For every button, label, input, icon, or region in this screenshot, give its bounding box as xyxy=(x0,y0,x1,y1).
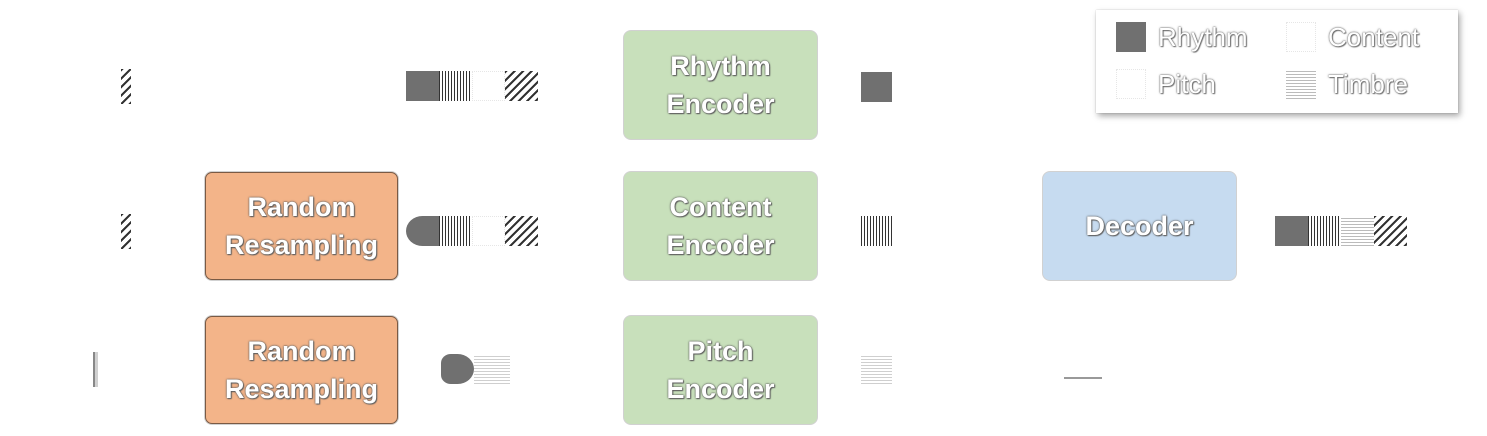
content-encoder-label: Content Encoder xyxy=(666,192,775,260)
rhythm-code xyxy=(861,72,892,102)
legend-item-pitch: Pitch xyxy=(1116,67,1216,101)
input-signal-bar-bottom xyxy=(93,352,98,387)
pitch-encoder-block: Pitch Encoder xyxy=(624,316,817,424)
legend: Rhythm Content Pitch Timbre xyxy=(1096,10,1458,113)
speaker-embedding-line xyxy=(1064,377,1102,379)
random-resampling-block-bottom: Random Resampling xyxy=(205,316,398,424)
content-swatch xyxy=(1286,22,1316,52)
decoder-block: Decoder xyxy=(1043,172,1236,280)
legend-label-rhythm: Rhythm xyxy=(1158,21,1248,52)
feature-stack-pitch-input xyxy=(441,354,510,384)
random-resampling-label-top: Random Resampling xyxy=(224,192,379,260)
pitch-encoder-label: Pitch Encoder xyxy=(666,336,775,404)
content-feature xyxy=(439,216,472,246)
content-encoder-block: Content Encoder xyxy=(624,172,817,280)
rhythm-feature xyxy=(441,354,474,384)
content-feature xyxy=(439,71,472,101)
pitch-feature xyxy=(1341,216,1374,246)
input-signal-bar-middle xyxy=(121,214,131,249)
pitch-swatch xyxy=(1116,69,1146,99)
rhythm-encoder-block: Rhythm Encoder xyxy=(624,31,817,139)
legend-item-timbre: Timbre xyxy=(1286,67,1408,101)
timbre-swatch xyxy=(1286,69,1316,99)
content-code xyxy=(861,216,892,246)
rhythm-feature xyxy=(406,216,439,246)
decoder-label: Decoder xyxy=(1085,211,1194,241)
timbre-feature xyxy=(505,216,538,246)
legend-item-rhythm: Rhythm xyxy=(1116,20,1248,54)
random-resampling-label-bottom: Random Resampling xyxy=(224,336,379,404)
legend-label-content: Content xyxy=(1328,21,1420,52)
input-signal-bar-top xyxy=(121,69,131,104)
pitch-feature xyxy=(472,216,505,246)
rhythm-swatch xyxy=(1116,22,1146,52)
legend-label-pitch: Pitch xyxy=(1158,68,1216,99)
content-feature xyxy=(1308,216,1341,246)
pitch-feature xyxy=(474,354,510,384)
feature-stack-content-input xyxy=(406,216,538,246)
pitch-code xyxy=(861,354,892,384)
random-resampling-block-top: Random Resampling xyxy=(205,172,398,280)
legend-item-content: Content xyxy=(1286,20,1419,54)
output-feature-stack xyxy=(1275,216,1407,246)
legend-label-timbre: Timbre xyxy=(1328,68,1408,99)
timbre-feature xyxy=(1374,216,1407,246)
rhythm-feature xyxy=(406,71,439,101)
pitch-feature xyxy=(472,71,505,101)
rhythm-feature xyxy=(1275,216,1308,246)
timbre-feature xyxy=(505,71,538,101)
rhythm-encoder-label: Rhythm Encoder xyxy=(666,51,775,119)
feature-stack-rhythm-input xyxy=(406,71,538,101)
